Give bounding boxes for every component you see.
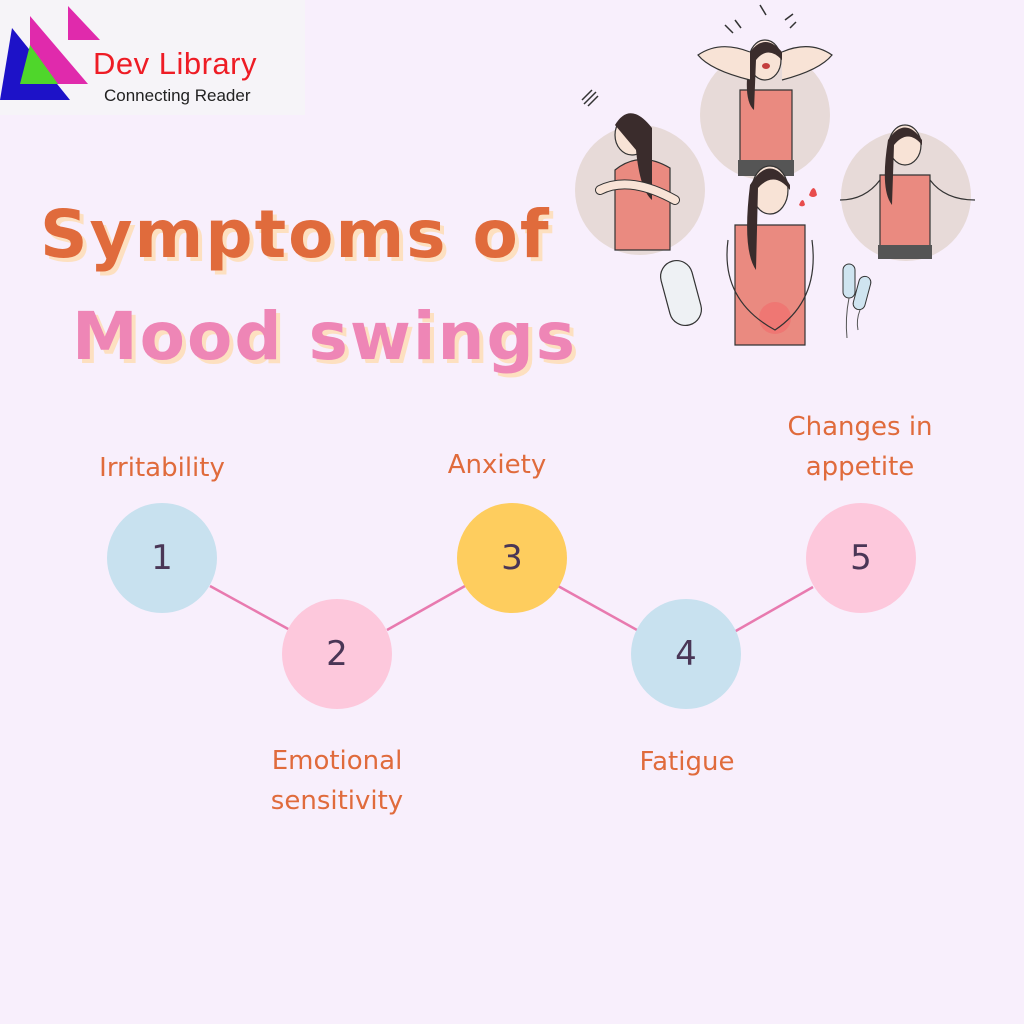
logo: Dev Library Connecting Reader [0, 0, 305, 115]
step-4-number: 4 [675, 634, 697, 674]
step-5-circle: 5 [806, 503, 916, 613]
hugging-self-woman-icon [581, 89, 680, 251]
mood-swing-illustration [575, 4, 976, 346]
step-2-number: 2 [326, 634, 348, 674]
cramps-woman-icon [726, 165, 817, 346]
stressed-woman-icon [697, 4, 833, 176]
page-title-line-2: Mood swings [72, 298, 577, 375]
step-5-number: 5 [850, 538, 872, 578]
step-1-circle: 1 [107, 503, 217, 613]
tampon-icon [842, 263, 872, 339]
step-3-label: Anxiety [447, 450, 547, 480]
step-4-circle: 4 [631, 599, 741, 709]
step-5-label: Changes in appetite [787, 412, 933, 482]
sanitary-pad-icon [660, 259, 702, 327]
logo-title: Dev Library [93, 46, 257, 81]
step-1-label: Irritability [99, 453, 225, 483]
step-2-label: Emotional sensitivity [270, 746, 404, 816]
page-title-line-1: Symptoms of [40, 196, 551, 273]
step-4-label: Fatigue [639, 747, 735, 777]
step-3-circle: 3 [457, 503, 567, 613]
logo-triangles-icon [0, 6, 100, 100]
step-1-number: 1 [151, 538, 173, 578]
logo-subtitle: Connecting Reader [104, 86, 251, 105]
frustrated-shrugging-woman-icon [839, 124, 976, 259]
step-3-number: 3 [501, 538, 523, 578]
step-2-circle: 2 [282, 599, 392, 709]
